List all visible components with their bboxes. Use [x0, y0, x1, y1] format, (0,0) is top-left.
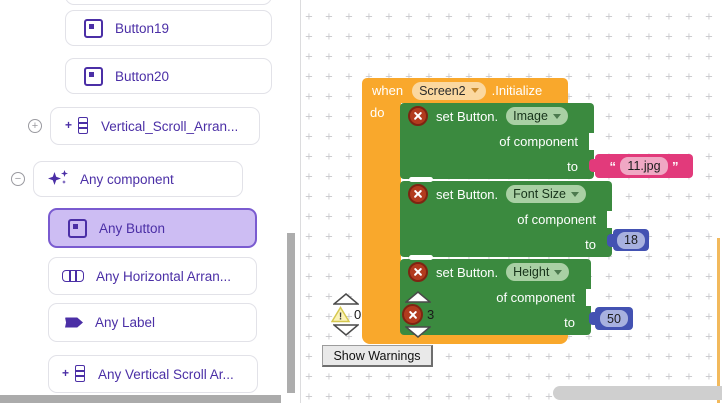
- sidebar-item-label: Any Horizontal Arran...: [96, 268, 232, 284]
- sidebar-item-any-label[interactable]: Any Label: [48, 303, 257, 342]
- label-icon: [65, 317, 83, 328]
- text-string-block[interactable]: “ 11.jpg ”: [589, 154, 693, 178]
- when-event-block-body[interactable]: [362, 102, 401, 335]
- sidebar-item-label: Button19: [115, 20, 170, 36]
- sidebar-item-button19[interactable]: Button19: [65, 10, 272, 46]
- error-indicator: 3: [402, 291, 434, 338]
- error-badge-icon[interactable]: [402, 304, 423, 325]
- component-dropdown-value: Screen2: [419, 83, 466, 98]
- svg-text:!: !: [339, 312, 342, 323]
- set-button-image-block[interactable]: set Button. Image of component to: [400, 103, 601, 179]
- component-flyout-sidebar: Button19 Button20 + + Vertical_Scroll_Ar…: [0, 0, 301, 403]
- of-component-label: of component: [499, 134, 578, 149]
- setter-keyword: set Button.: [436, 186, 499, 202]
- arrow-down-icon[interactable]: [405, 326, 432, 338]
- set-button-fontsize-block[interactable]: set Button. Font Size of component to: [400, 181, 619, 257]
- button-icon: [84, 66, 103, 86]
- collapse-minus-icon[interactable]: −: [11, 172, 25, 186]
- number-block[interactable]: 18: [607, 229, 649, 251]
- setter-keyword: set Button.: [436, 264, 499, 280]
- canvas-edge-accent: [717, 238, 720, 403]
- vertical-scroll-arrangement-icon: +: [62, 365, 86, 383]
- component-socket[interactable]: [607, 211, 619, 228]
- sidebar-item-any-horizontal-arrangement[interactable]: Any Horizontal Arran...: [48, 257, 257, 295]
- blocks-canvas[interactable]: ++++++++++++++++++++++++++++++++++++++++…: [301, 0, 722, 403]
- when-event-block-header[interactable]: when Screen2 .Initialize: [362, 78, 568, 103]
- component-dropdown[interactable]: Screen2: [412, 81, 486, 100]
- sidebar-item-label: Any Button: [99, 220, 166, 236]
- sidebar-horizontal-scrollbar[interactable]: [0, 395, 281, 403]
- property-dropdown-value: Height: [513, 265, 550, 279]
- of-component-label: of component: [496, 290, 575, 305]
- warning-triangle-icon[interactable]: !: [331, 306, 350, 323]
- any-component-sparkle-icon: [48, 170, 68, 188]
- sidebar-item-any-vertical-scroll-arrangement[interactable]: + Any Vertical Scroll Ar...: [48, 355, 258, 393]
- sidebar-item-button20[interactable]: Button20: [65, 58, 272, 94]
- open-quote: “: [609, 158, 617, 174]
- canvas-horizontal-scrollbar[interactable]: [553, 386, 722, 400]
- arrow-down-icon[interactable]: [333, 324, 360, 336]
- close-quote: ”: [672, 158, 679, 174]
- sidebar-vertical-scrollbar[interactable]: [287, 233, 295, 393]
- horizontal-arrangement-icon: [62, 270, 84, 282]
- chevron-down-icon: [470, 88, 479, 93]
- to-label: to: [567, 159, 578, 174]
- property-dropdown-value: Font Size: [513, 187, 566, 201]
- arrow-up-icon[interactable]: [333, 293, 360, 305]
- chevron-down-icon: [554, 269, 563, 275]
- chevron-down-icon: [570, 191, 579, 197]
- property-dropdown[interactable]: Height: [506, 263, 570, 281]
- sidebar-item-partial[interactable]: [65, 0, 272, 5]
- string-value-field[interactable]: 11.jpg: [620, 157, 668, 175]
- warning-indicator: ! 0: [331, 293, 361, 336]
- block-seam-notch: [409, 255, 433, 260]
- error-count[interactable]: 3: [427, 307, 435, 322]
- error-badge-icon[interactable]: [408, 106, 428, 126]
- sidebar-item-any-button[interactable]: Any Button: [48, 208, 257, 248]
- chevron-down-icon: [552, 113, 561, 119]
- arrow-up-icon[interactable]: [405, 291, 432, 303]
- sidebar-item-label: Any Label: [95, 315, 156, 330]
- error-badge-icon[interactable]: [408, 184, 428, 204]
- property-dropdown-value: Image: [513, 109, 548, 123]
- component-socket[interactable]: [589, 133, 601, 150]
- error-badge-icon[interactable]: [408, 262, 428, 282]
- warning-count[interactable]: 0: [354, 307, 362, 322]
- setter-keyword: set Button.: [436, 108, 499, 124]
- button-icon: [68, 218, 87, 238]
- of-component-label: of component: [517, 212, 596, 227]
- property-dropdown[interactable]: Font Size: [506, 185, 586, 203]
- sidebar-item-label: Any Vertical Scroll Ar...: [98, 366, 234, 382]
- do-label: do: [370, 105, 385, 120]
- event-name: .Initialize: [491, 83, 543, 98]
- to-label: to: [585, 237, 596, 252]
- sidebar-item-vertical-scroll-arrangement[interactable]: + Vertical_Scroll_Arran...: [50, 107, 260, 145]
- vertical-scroll-arrangement-icon: +: [65, 117, 89, 135]
- set-button-height-block[interactable]: set Button. Height of component to: [400, 259, 598, 335]
- number-block[interactable]: 50: [589, 307, 633, 330]
- expand-plus-icon[interactable]: +: [28, 119, 42, 133]
- when-event-block-footer[interactable]: [362, 334, 568, 344]
- show-warnings-button[interactable]: Show Warnings: [322, 345, 433, 367]
- when-keyword: when: [372, 83, 404, 98]
- sidebar-item-label: Any component: [80, 171, 174, 187]
- to-label: to: [564, 315, 575, 330]
- block-seam-notch: [409, 177, 433, 182]
- sidebar-item-label: Vertical_Scroll_Arran...: [101, 118, 239, 134]
- sidebar-item-label: Button20: [115, 68, 170, 84]
- property-dropdown[interactable]: Image: [506, 107, 568, 125]
- sidebar-item-any-component[interactable]: Any component: [33, 161, 243, 197]
- number-value-field[interactable]: 18: [617, 231, 645, 249]
- component-socket[interactable]: [586, 289, 598, 306]
- number-value-field[interactable]: 50: [600, 310, 628, 327]
- button-icon: [84, 18, 103, 38]
